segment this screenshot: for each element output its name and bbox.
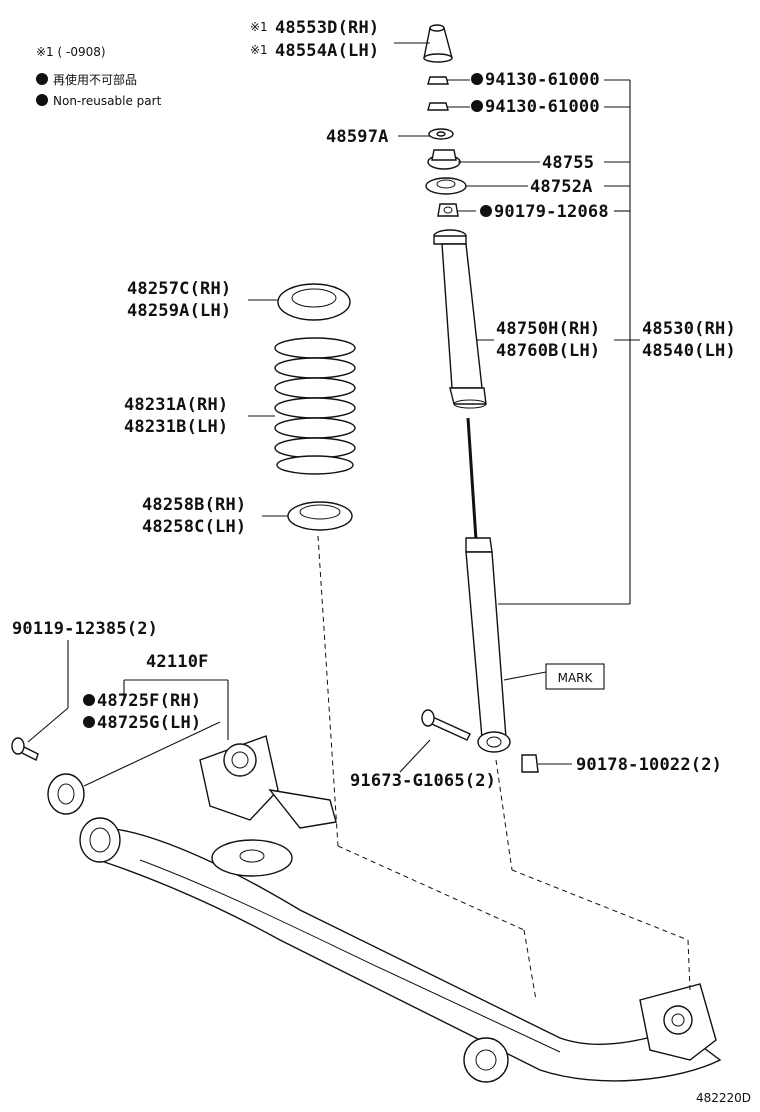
mark-box: MARK <box>545 663 605 690</box>
axle-beam-art <box>11 735 722 1083</box>
non-reusable-dot-icon <box>471 73 483 85</box>
top-parts-art <box>423 24 467 217</box>
bump-boot-art <box>433 229 494 409</box>
callout-48553d[interactable]: 48553D(RH) <box>275 18 379 38</box>
callout-48752a[interactable]: 48752A <box>530 177 593 197</box>
callout-48760b[interactable]: 48760B(LH) <box>496 341 600 361</box>
legend-jp: 再使用不可部品 <box>53 72 137 87</box>
callout-48597a[interactable]: 48597A <box>326 127 389 147</box>
legend-en: Non-reusable part <box>53 94 162 108</box>
callout-48231a[interactable]: 48231A(RH) <box>124 395 228 415</box>
callout-48725g[interactable]: 48725G(LH) <box>97 713 201 733</box>
callout-48554a[interactable]: 48554A(LH) <box>275 41 379 61</box>
callout-48540[interactable]: 48540(LH) <box>642 341 736 361</box>
callout-91673[interactable]: 91673-G1065(2) <box>350 771 496 791</box>
callout-48725f[interactable]: 48725F(RH) <box>97 691 201 711</box>
non-reusable-dot-icon <box>83 716 95 728</box>
callout-48258c[interactable]: 48258C(LH) <box>142 517 246 537</box>
ref-period-note: ※1 ( -0908) <box>36 45 106 59</box>
callout-48750h[interactable]: 48750H(RH) <box>496 319 600 339</box>
non-reusable-dot-icon <box>36 94 48 106</box>
callout-48530[interactable]: 48530(RH) <box>642 319 736 339</box>
callout-90179[interactable]: 90179-12068 <box>494 202 609 222</box>
legend: ※1 ( -0908) 再使用不可部品 Non-reusable part <box>36 45 162 108</box>
callout-48258b[interactable]: 48258B(RH) <box>142 495 246 515</box>
alignment-lines <box>317 535 691 1001</box>
non-reusable-dot-icon <box>480 205 492 217</box>
diagram-code: 482220D <box>696 1091 751 1105</box>
callout-48259a[interactable]: 48259A(LH) <box>127 301 231 321</box>
non-reusable-dot-icon <box>471 100 483 112</box>
callout-48755[interactable]: 48755 <box>542 153 594 173</box>
spring-art <box>248 283 356 531</box>
top-leaders <box>394 42 640 605</box>
callout-90178[interactable]: 90178-10022(2) <box>576 755 722 775</box>
ref-mark: ※1 <box>250 20 268 34</box>
callouts: ※1 48553D(RH) ※1 48554A(LH) 94130-61000 … <box>12 18 736 791</box>
callout-48231b[interactable]: 48231B(LH) <box>124 417 228 437</box>
callout-94130-a[interactable]: 94130-61000 <box>485 70 600 90</box>
ref-mark: ※1 <box>250 43 268 57</box>
non-reusable-dot-icon <box>36 73 48 85</box>
left-leaders <box>27 640 229 787</box>
callout-90119[interactable]: 90119-12385(2) <box>12 619 158 639</box>
shock-absorber-art <box>465 417 547 753</box>
callout-94130-b[interactable]: 94130-61000 <box>485 97 600 117</box>
callout-42110f[interactable]: 42110F <box>146 652 209 672</box>
mounting-bolt-art <box>399 709 572 773</box>
mark-label: MARK <box>558 671 594 685</box>
non-reusable-dot-icon <box>83 694 95 706</box>
callout-48257c[interactable]: 48257C(RH) <box>127 279 231 299</box>
